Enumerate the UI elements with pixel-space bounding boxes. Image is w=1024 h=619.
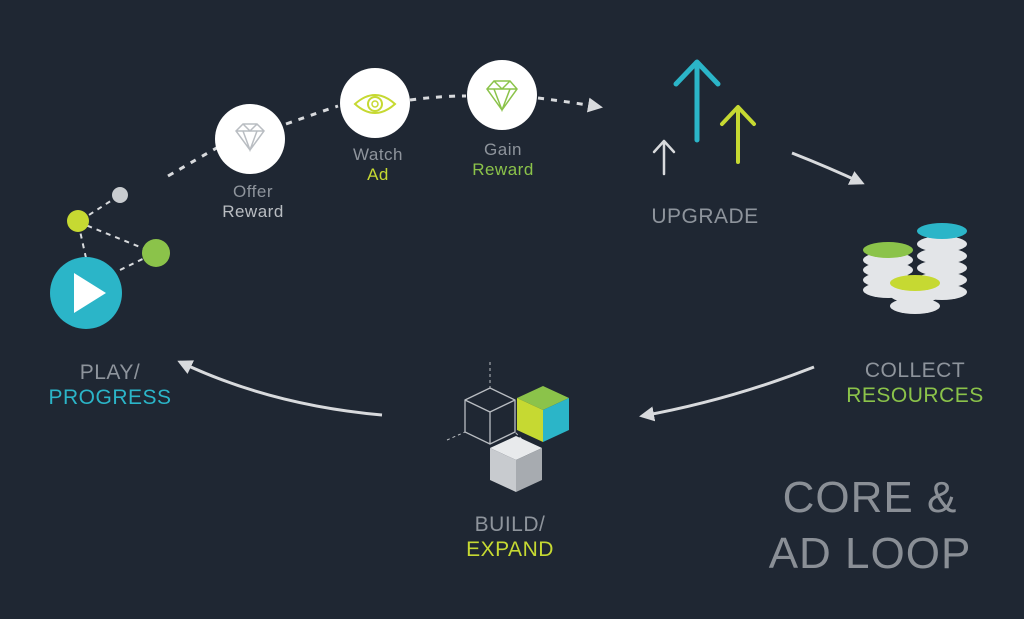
offer-reward-text: Reward: [222, 202, 284, 222]
title-line-2: AD LOOP: [768, 529, 972, 578]
coin-stacks-icon: [863, 223, 967, 314]
offer-reward-diamond-icon: [215, 104, 285, 174]
play-progress-label: PLAY/ PROGRESS: [40, 360, 180, 410]
upgrade-text: UPGRADE: [651, 205, 759, 228]
build-expand-label: BUILD/ EXPAND: [445, 512, 575, 562]
watch-text: Watch: [352, 145, 404, 164]
gain-reward-text: Reward: [472, 160, 534, 180]
resources-text: RESOURCES: [846, 384, 984, 408]
offer-text: Offer: [233, 182, 273, 201]
watch-ad-label: Watch Ad: [330, 145, 426, 186]
build-text: BUILD/: [474, 513, 546, 536]
gain-reward-diamond-icon: [467, 60, 537, 130]
play-label: PLAY/: [79, 361, 141, 384]
expand-text: EXPAND: [466, 538, 554, 562]
cubes-icon: [446, 362, 569, 492]
watch-ad-eye-icon: [340, 68, 410, 138]
upgrade-arrows-icon: [652, 59, 756, 176]
collect-resources-label: COLLECT RESOURCES: [840, 358, 990, 408]
arrow-upgrade-to-collect: [791, 151, 865, 185]
ad-text: Ad: [367, 165, 389, 185]
gain-reward-label: Gain Reward: [455, 140, 551, 181]
progress-dots: [67, 187, 170, 271]
arrow-collect-to-build: [639, 365, 815, 422]
play-icon: [50, 257, 122, 329]
gain-text: Gain: [484, 140, 522, 159]
title-line-1: CORE &: [782, 473, 958, 522]
offer-reward-label: Offer Reward: [205, 182, 301, 223]
diagram-title: CORE & AD LOOP: [760, 470, 980, 582]
collect-text: COLLECT: [864, 359, 966, 382]
upgrade-label: UPGRADE: [640, 204, 770, 229]
progress-label: PROGRESS: [48, 386, 172, 410]
arrow-build-to-play: [177, 360, 383, 417]
